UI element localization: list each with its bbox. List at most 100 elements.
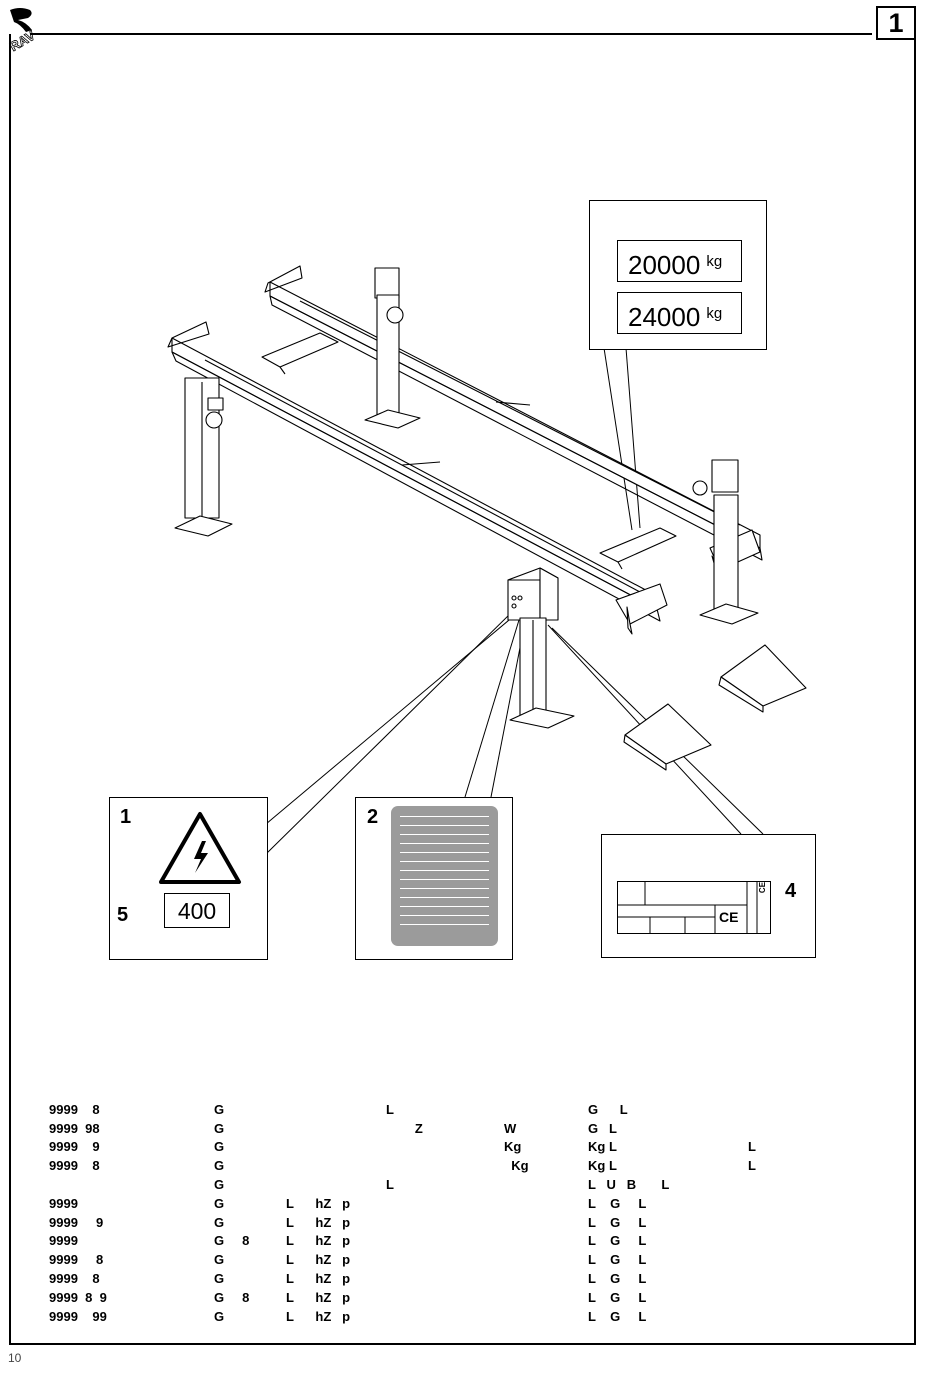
spec-cell [504, 1269, 588, 1288]
spec-cell: 9999 8 9 [49, 1289, 107, 1305]
cross-beams [261, 332, 677, 570]
spec-cell: 9999 8 [49, 1271, 100, 1287]
page-frame [9, 34, 916, 1345]
spec-cell: 9999 8 [49, 1158, 100, 1174]
spec-cell [386, 1250, 504, 1269]
spec-cell [504, 1232, 588, 1251]
spec-cell: G 8 [214, 1289, 250, 1305]
spec-cell: G [214, 1252, 225, 1268]
spec-cell: G [214, 1214, 225, 1230]
nameplate-label-panel [601, 834, 816, 958]
spec-cell: L [748, 1139, 756, 1155]
spec-cell: L G L [588, 1214, 647, 1230]
spec-cell [286, 1175, 386, 1194]
spec-cell [504, 1175, 588, 1194]
spec-cell [386, 1213, 504, 1232]
capacity-value: 20000 [628, 250, 701, 280]
spec-cell: L hZ p [286, 1214, 351, 1230]
spec-cell [748, 1194, 808, 1213]
spec-cell: L hZ p [286, 1195, 351, 1211]
spec-cell: L hZ p [286, 1271, 351, 1287]
spec-cell: L G L [588, 1252, 647, 1268]
header-rule [30, 33, 872, 35]
spec-cell: G [214, 1271, 225, 1287]
high-voltage-warning-icon [158, 811, 242, 890]
post-front-right-with-control-box [507, 567, 575, 729]
voltage-label: 400 [164, 893, 230, 928]
label-number: 4 [785, 880, 797, 902]
spec-cell [504, 1194, 588, 1213]
spec-cell [504, 1213, 588, 1232]
footer-page-number: 10 [8, 1351, 22, 1365]
label-number: 2 [367, 806, 379, 828]
spec-cell: G L [588, 1120, 617, 1136]
instruction-plate [391, 806, 498, 946]
spec-cell: G [214, 1195, 225, 1211]
spec-cell: G 8 [214, 1233, 250, 1249]
post-rear-left [364, 267, 421, 429]
spec-cell: 9999 8 [49, 1101, 100, 1117]
spec-cell [386, 1194, 504, 1213]
spec-cell [748, 1213, 808, 1232]
capacity-unit: kg [706, 305, 723, 322]
spec-cell [286, 1138, 386, 1157]
spec-cell: L G L [588, 1308, 647, 1324]
spec-cell: 9999 98 [49, 1120, 100, 1136]
spec-cell [504, 1307, 588, 1326]
spec-cell: 9999 [49, 1233, 78, 1249]
spec-cell: L [386, 1177, 394, 1193]
spec-cell: 9999 8 [49, 1252, 104, 1268]
nameplate-drawing [617, 881, 771, 940]
ce-mark-small: CE [758, 881, 768, 894]
spec-cell: L hZ p [286, 1233, 351, 1249]
spec-cell: G [214, 1120, 225, 1136]
spec-cell [286, 1100, 386, 1119]
capacity-unit: kg [706, 253, 723, 270]
spec-cell: Z [386, 1120, 423, 1136]
loose-ramps [623, 644, 807, 771]
spec-cell [504, 1288, 588, 1307]
post-rear-right [692, 459, 759, 625]
spec-cell [748, 1269, 808, 1288]
spec-cell [504, 1250, 588, 1269]
spec-cell [286, 1119, 386, 1138]
spec-cell: Kg L [588, 1139, 617, 1155]
section-number: 1 [876, 6, 916, 40]
spec-row: 9999 8 G L hZ p L G L [49, 1269, 808, 1288]
label-number: 1 [120, 806, 132, 828]
spec-cell: G [214, 1158, 225, 1174]
spec-cell: G L [588, 1101, 628, 1117]
spec-cell [386, 1288, 504, 1307]
spec-cell: L hZ p [286, 1289, 351, 1305]
spec-cell [748, 1232, 808, 1251]
spec-cell: 9999 9 [49, 1214, 104, 1230]
spec-cell: 9999 [49, 1195, 78, 1211]
spec-cell: L U B L [588, 1177, 670, 1193]
spec-cell: L G L [588, 1233, 647, 1249]
spec-cell [386, 1156, 504, 1175]
spec-cell: 9999 99 [49, 1308, 107, 1324]
post-front-left [174, 377, 233, 537]
spec-cell: 9999 9 [49, 1139, 100, 1155]
spec-cell [386, 1307, 504, 1326]
spec-cell: L G L [588, 1271, 647, 1287]
spec-cell [748, 1175, 808, 1194]
spec-row: 9999 98 G Z W G L [49, 1119, 808, 1138]
spec-cell [748, 1119, 808, 1138]
spec-cell: L G L [588, 1289, 647, 1305]
spec-cell: G [214, 1101, 225, 1117]
spec-cell [748, 1307, 808, 1326]
spec-cell: Kg [504, 1139, 522, 1155]
spec-cell [286, 1156, 386, 1175]
spec-cell [49, 1175, 214, 1194]
spec-cell: W [504, 1120, 517, 1136]
